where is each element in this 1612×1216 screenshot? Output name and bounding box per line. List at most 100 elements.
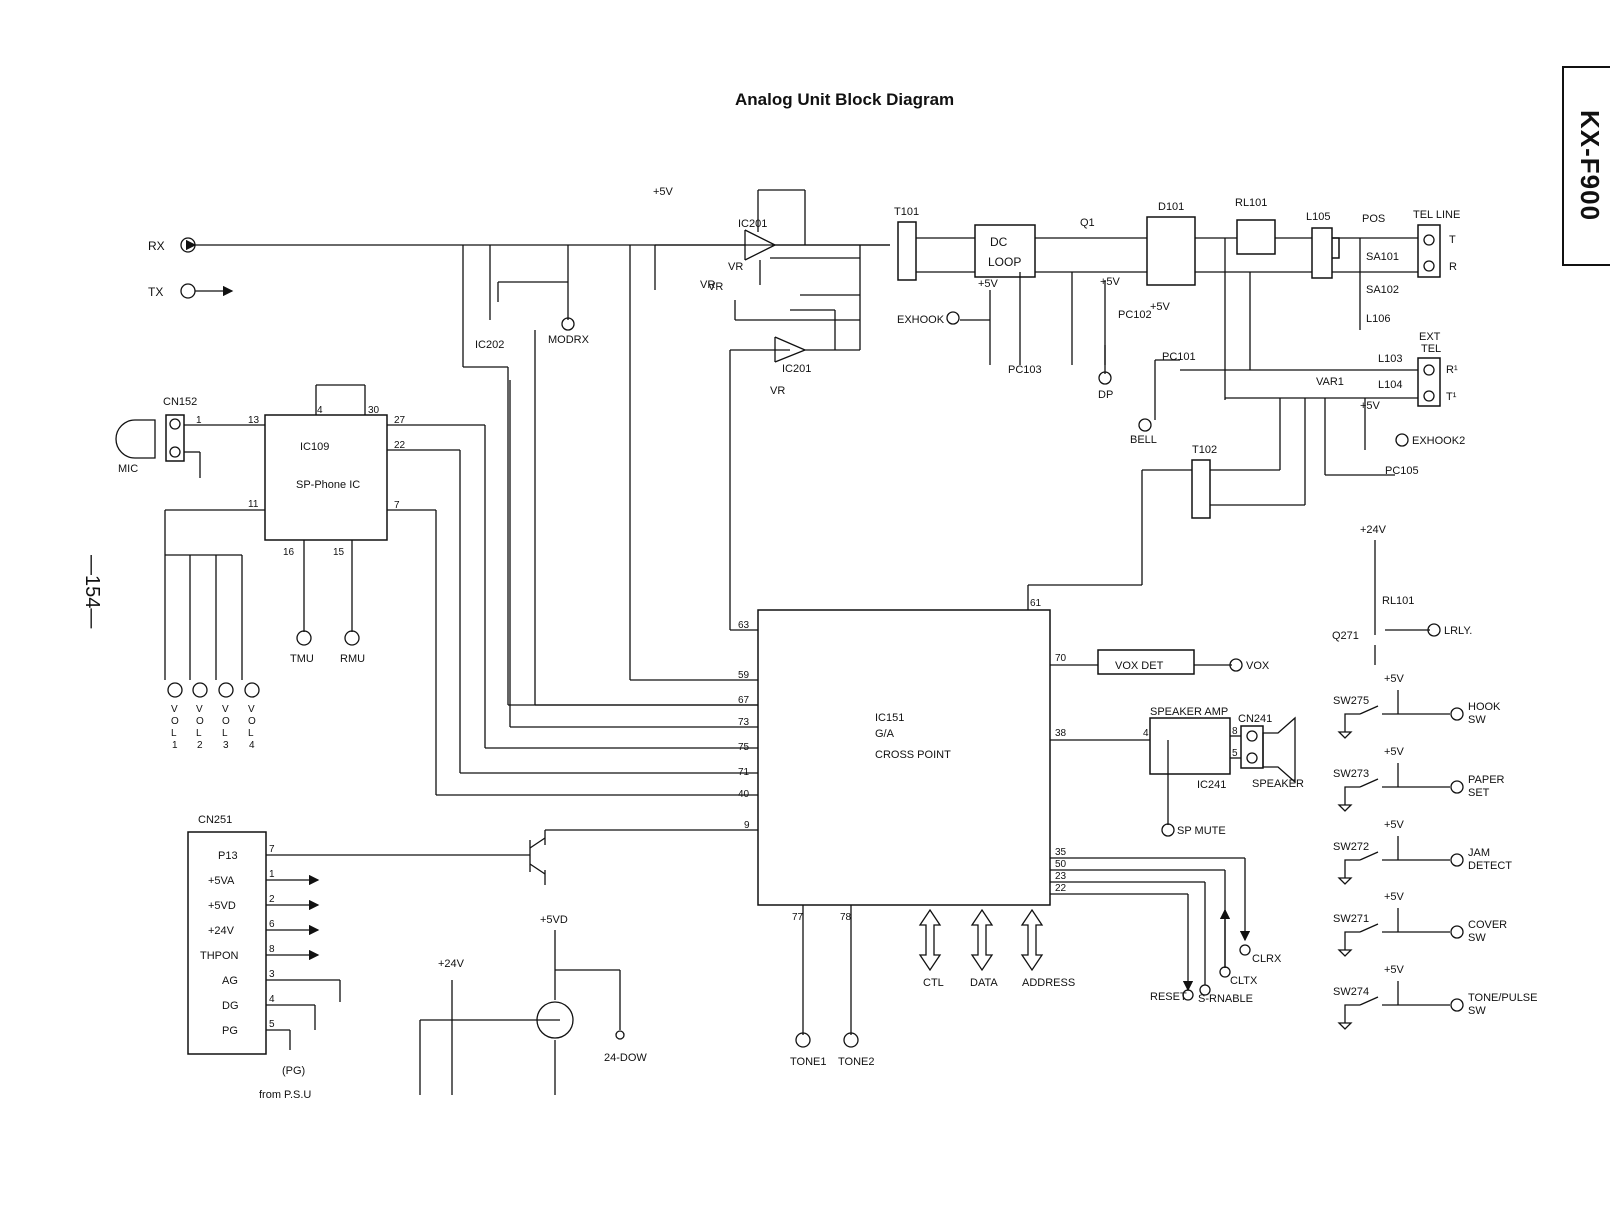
tmu-label: TMU bbox=[290, 653, 314, 665]
switch-rail-1: +5V bbox=[1384, 746, 1405, 758]
svg-text:78: 78 bbox=[840, 912, 852, 923]
svg-text:DG: DG bbox=[222, 1000, 239, 1012]
q1-label: Q1 bbox=[1080, 217, 1095, 229]
ic151-line3: CROSS POINT bbox=[875, 749, 951, 761]
svg-text:6: 6 bbox=[269, 919, 275, 930]
svg-text:1: 1 bbox=[269, 869, 275, 880]
vr-label-2: VR bbox=[700, 279, 715, 291]
svg-text:1: 1 bbox=[196, 415, 202, 426]
vox-det-box bbox=[1097, 649, 1195, 675]
cn152-label: CN152 bbox=[163, 396, 197, 408]
svg-text:8: 8 bbox=[1232, 726, 1238, 737]
vr-label-3: VR bbox=[770, 385, 785, 397]
d101-box bbox=[1146, 216, 1196, 286]
speaker-label: SPEAKER bbox=[1252, 778, 1304, 790]
rail-5v-3: +5V bbox=[1100, 276, 1121, 288]
dc-loop-box bbox=[974, 224, 1036, 278]
speaker-amp-label: SPEAKER AMP bbox=[1150, 706, 1228, 718]
switch-ref-2: SW272 bbox=[1333, 841, 1369, 853]
exhook-label: EXHOOK bbox=[897, 314, 945, 326]
switch-ground-3 bbox=[1337, 949, 1353, 957]
svg-text:1: 1 bbox=[172, 740, 178, 751]
svg-text:40: 40 bbox=[738, 789, 750, 800]
switch-ground-1 bbox=[1337, 804, 1353, 812]
switch-rail-4: +5V bbox=[1384, 964, 1405, 976]
switch-label-a-3: COVER bbox=[1468, 919, 1507, 931]
ext-tel-title-1: EXT bbox=[1419, 331, 1441, 343]
l103-label: L103 bbox=[1378, 353, 1402, 365]
sa102-label: SA102 bbox=[1366, 284, 1399, 296]
rail-5v-2: +5V bbox=[978, 278, 999, 290]
svg-text:O: O bbox=[222, 716, 230, 727]
switch-wire-3 bbox=[1344, 908, 1450, 950]
t101-label: T101 bbox=[894, 206, 919, 218]
switch-rail-3: +5V bbox=[1384, 891, 1405, 903]
svg-text:16: 16 bbox=[283, 547, 295, 558]
pc105-label: PC105 bbox=[1385, 465, 1419, 477]
switch-label-b-1: SET bbox=[1468, 787, 1490, 799]
t102-label: T102 bbox=[1192, 444, 1217, 456]
reset-label: RESET bbox=[1150, 991, 1187, 1003]
svg-text:PG: PG bbox=[222, 1025, 238, 1037]
pg-paren-label: (PG) bbox=[282, 1065, 305, 1077]
switch-ref-1: SW273 bbox=[1333, 768, 1369, 780]
switch-terminal-1 bbox=[1450, 780, 1464, 794]
cn241-label: CN241 bbox=[1238, 713, 1272, 725]
svg-text:L: L bbox=[222, 728, 228, 739]
ic151-line2: G/A bbox=[875, 728, 895, 740]
speaker-amp-box bbox=[1149, 717, 1231, 775]
svg-text:V: V bbox=[196, 704, 203, 715]
svg-text:4: 4 bbox=[317, 405, 323, 416]
svg-text:5: 5 bbox=[269, 1019, 275, 1030]
rail-5v-1: +5V bbox=[653, 186, 674, 198]
sa101-label: SA101 bbox=[1366, 251, 1399, 263]
l105-inductor bbox=[1311, 227, 1333, 279]
switch-label-b-3: SW bbox=[1468, 932, 1486, 944]
ic201-top-label: IC201 bbox=[738, 218, 767, 230]
pc103-label: PC103 bbox=[1008, 364, 1042, 376]
svg-text:4: 4 bbox=[249, 740, 255, 751]
q271-label: Q271 bbox=[1332, 630, 1359, 642]
switch-label-b-0: SW bbox=[1468, 714, 1486, 726]
s-rnable-label: S-RNABLE bbox=[1198, 993, 1253, 1005]
pc101-label: PC101 bbox=[1162, 351, 1196, 363]
bell-label: BELL bbox=[1130, 434, 1157, 446]
svg-text:AG: AG bbox=[222, 975, 238, 987]
svg-text:2: 2 bbox=[269, 894, 275, 905]
ic241-label: IC241 bbox=[1197, 779, 1226, 791]
ic109-desc: SP-Phone IC bbox=[296, 479, 360, 491]
cn152-box bbox=[165, 414, 185, 462]
var1-label: VAR1 bbox=[1316, 376, 1344, 388]
bus-arrows bbox=[918, 908, 1044, 972]
switch-ground-2 bbox=[1337, 877, 1353, 885]
svg-text:THPON: THPON bbox=[200, 950, 239, 962]
switch-ref-4: SW274 bbox=[1333, 986, 1369, 998]
svg-text:50: 50 bbox=[1055, 859, 1067, 870]
svg-text:59: 59 bbox=[738, 670, 750, 681]
clrx-label: CLRX bbox=[1252, 953, 1282, 965]
svg-text:+5VD: +5VD bbox=[208, 900, 236, 912]
svg-text:9: 9 bbox=[744, 820, 750, 831]
rail-5v-4: +5V bbox=[1150, 301, 1171, 313]
svg-text:3: 3 bbox=[223, 740, 229, 751]
tx-label: TX bbox=[148, 285, 163, 299]
page-title: Analog Unit Block Diagram bbox=[735, 90, 955, 109]
svg-text:4: 4 bbox=[269, 994, 275, 1005]
switch-wire-2 bbox=[1344, 836, 1450, 878]
ext-tel-title-2: TEL bbox=[1421, 343, 1441, 355]
dc-loop-line1: DC bbox=[990, 235, 1008, 249]
speaker-icon bbox=[1262, 716, 1296, 784]
svg-text:67: 67 bbox=[738, 695, 750, 706]
ic151-name: IC151 bbox=[875, 712, 904, 724]
svg-text:V: V bbox=[171, 704, 178, 715]
ic151-box bbox=[757, 609, 1051, 906]
tel-line-t: T bbox=[1449, 234, 1456, 246]
rl101-label: RL101 bbox=[1235, 197, 1267, 209]
switch-label-a-0: HOOK bbox=[1468, 701, 1501, 713]
svg-text:L: L bbox=[196, 728, 202, 739]
ic109-box bbox=[264, 414, 388, 541]
rl101-box bbox=[1236, 219, 1276, 255]
sp-mute-label: SP MUTE bbox=[1177, 825, 1226, 837]
